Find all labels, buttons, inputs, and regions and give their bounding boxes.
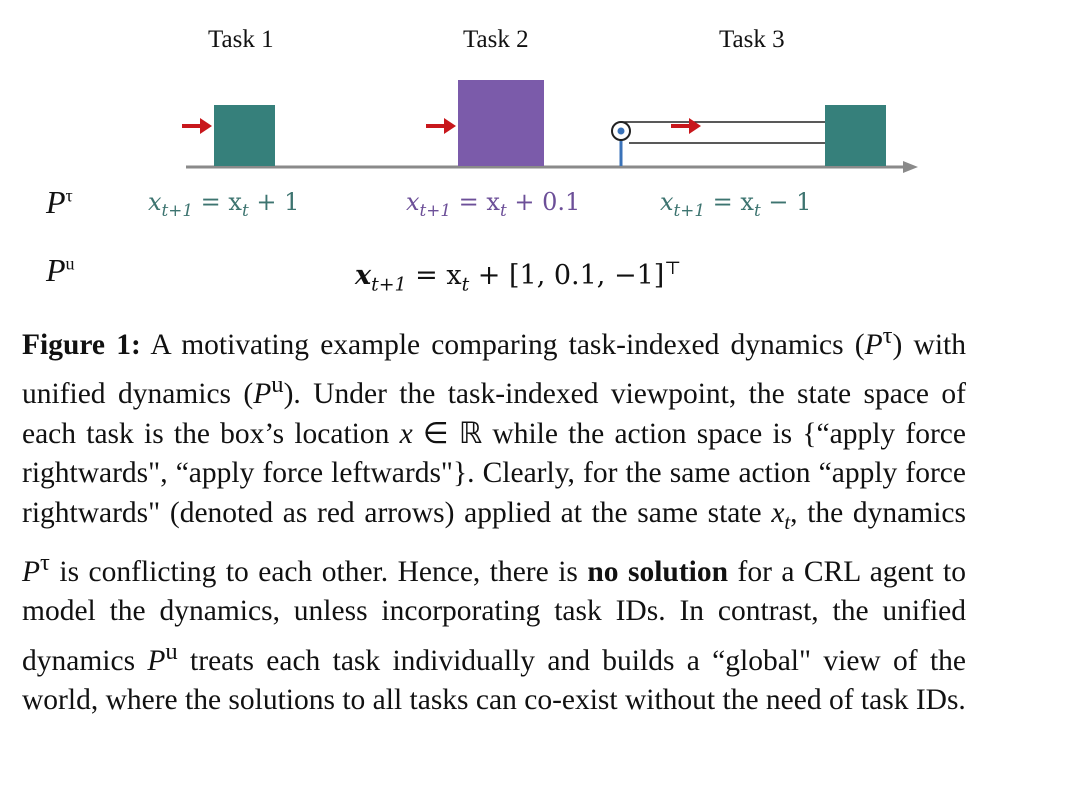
task-3-equation: xt+1 = xt − 1 — [660, 188, 812, 220]
task-3-box — [825, 105, 886, 166]
task-2-box — [458, 80, 544, 166]
unified-equation: xt+1 = xt + [1, 0.1, −1]⊤ — [355, 258, 682, 296]
task-3-label: Task 3 — [719, 26, 785, 53]
caption-bold-phrase: no solution — [587, 555, 729, 588]
dynamics-diagram — [182, 80, 918, 173]
task-1-label: Task 1 — [208, 26, 274, 53]
task-2-equation: xt+1 = xt + 0.1 — [406, 188, 581, 220]
track-arrowhead — [903, 161, 918, 173]
figure-caption: Figure 1: A motivating example comparing… — [22, 322, 966, 717]
task-1-box — [214, 105, 275, 166]
task-1-equation: xt+1 = xt + 1 — [148, 188, 300, 220]
p-tau-label: Pτ — [46, 184, 73, 220]
caption-label: Figure 1: — [22, 328, 141, 361]
task-2-label: Task 2 — [463, 26, 529, 53]
p-u-label: Pu — [46, 252, 75, 288]
